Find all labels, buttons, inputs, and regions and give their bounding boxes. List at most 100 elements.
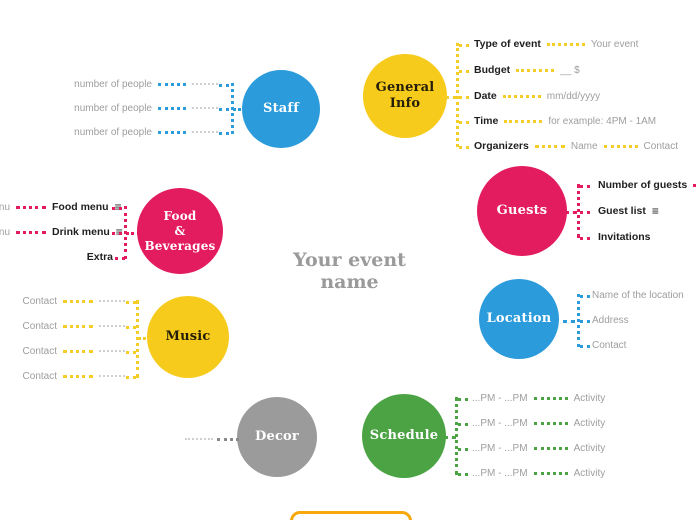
bracket-line — [126, 351, 136, 354]
bracket-line — [563, 320, 575, 323]
general-info-item-value2[interactable]: Contact — [643, 140, 679, 152]
general-info-item-row: Organizers Name Contact — [474, 139, 678, 153]
node-decor-label: Decor — [255, 428, 299, 444]
music-item-row: Contact — [23, 319, 125, 333]
general-info-item-value[interactable]: Your event — [590, 38, 639, 50]
food-item-label[interactable]: Extra — [86, 251, 113, 263]
node-general-info-label: General Info — [375, 79, 435, 111]
staff-item-label[interactable]: number of people — [74, 126, 152, 138]
placeholder-line — [99, 375, 125, 377]
bracket-line — [459, 121, 469, 124]
staff-item-label[interactable]: number of people — [74, 78, 152, 90]
event-name-title[interactable]: Your event name — [293, 249, 406, 293]
staff-item-row: number of people — [74, 125, 218, 139]
staff-item-row: number of people — [74, 77, 218, 91]
schedule-item-value[interactable]: Activity — [573, 467, 606, 479]
general-info-item-label[interactable]: Budget — [474, 64, 511, 76]
staff-item-label[interactable]: number of people — [74, 102, 152, 114]
general-info-item-label[interactable]: Date — [474, 90, 497, 102]
guests-item-label[interactable]: Number of guests — [598, 179, 688, 191]
general-info-item-row: Date mm/dd/yyyy — [474, 89, 600, 103]
schedule-item-time[interactable]: ...PM - ...PM — [472, 467, 528, 479]
dotted-connector — [546, 42, 585, 46]
bracket-line — [455, 397, 458, 475]
guests-item-row: Number of guests — [598, 178, 697, 192]
bracket-line — [231, 83, 234, 134]
general-info-item-value[interactable]: mm/dd/yyyy — [546, 90, 601, 102]
dotted-connector — [63, 299, 93, 303]
location-item-label[interactable]: Address — [592, 314, 629, 326]
bracket-line — [580, 295, 590, 298]
general-info-item-label[interactable]: Time — [474, 115, 499, 127]
schedule-item-value[interactable]: Activity — [573, 392, 606, 404]
schedule-item-time[interactable]: ...PM - ...PM — [472, 392, 528, 404]
dotted-connector — [158, 106, 186, 110]
bracket-line — [458, 423, 468, 426]
music-item-label[interactable]: Contact — [22, 370, 57, 382]
general-info-item-label[interactable]: Type of event — [474, 38, 541, 50]
guests-item-row: Invitations — [598, 230, 651, 244]
general-info-item-row: Time for example: 4PM - 1AM — [474, 114, 656, 128]
food-item-row: Menu Food menu ≡ — [0, 200, 122, 214]
dotted-connector — [158, 130, 186, 134]
dotted-connector — [533, 471, 568, 475]
node-guests[interactable]: Guests — [477, 166, 567, 256]
bracket-line — [219, 84, 229, 87]
node-staff[interactable]: Staff — [242, 70, 320, 148]
general-info-item-value[interactable]: for example: 4PM - 1AM — [548, 115, 657, 127]
food-item-label[interactable]: Drink menu — [52, 226, 110, 238]
placeholder-line — [192, 83, 218, 85]
dotted-connector — [693, 183, 697, 187]
general-info-item-value[interactable]: __ $ — [560, 64, 580, 76]
bracket-line — [126, 232, 140, 235]
dotted-connector — [603, 144, 638, 148]
bracket-line — [565, 211, 577, 214]
schedule-item-value[interactable]: Activity — [573, 442, 606, 454]
music-item-label[interactable]: Contact — [22, 295, 57, 307]
dotted-connector — [158, 82, 186, 86]
food-item-left-value[interactable]: Menu — [0, 226, 11, 238]
schedule-item-value[interactable]: Activity — [573, 417, 606, 429]
food-item-left-value[interactable]: Menu — [0, 201, 11, 213]
food-item-row: Extra — [87, 250, 113, 264]
bracket-line — [580, 345, 590, 348]
staff-item-row: number of people — [74, 101, 218, 115]
list-icon[interactable]: ≡ — [651, 204, 659, 218]
node-music[interactable]: Music — [147, 296, 229, 378]
bottom-button[interactable] — [290, 511, 412, 520]
placeholder-line — [185, 438, 213, 440]
node-schedule-label: Schedule — [369, 427, 439, 443]
dotted-connector — [502, 94, 541, 98]
placeholder-line — [192, 131, 218, 133]
node-decor[interactable]: Decor — [237, 397, 317, 477]
schedule-item-time[interactable]: ...PM - ...PM — [472, 417, 528, 429]
node-schedule[interactable]: Schedule — [362, 394, 446, 478]
dotted-connector — [533, 421, 568, 425]
placeholder-line — [192, 107, 218, 109]
food-item-label[interactable]: Food menu — [52, 201, 109, 213]
location-item-label[interactable]: Contact — [592, 339, 627, 351]
bracket-line — [458, 473, 468, 476]
music-item-row: Contact — [23, 344, 125, 358]
schedule-item-time[interactable]: ...PM - ...PM — [472, 442, 528, 454]
location-item-row: Contact — [592, 338, 626, 352]
general-info-item-value[interactable]: Name — [570, 140, 598, 152]
node-food-beverages[interactable]: Food & Beverages — [137, 188, 223, 274]
music-item-label[interactable]: Contact — [22, 320, 57, 332]
dotted-connector — [533, 396, 568, 400]
guests-item-label[interactable]: Guest list — [598, 205, 646, 217]
guests-item-label[interactable]: Invitations — [598, 231, 651, 243]
bracket-line — [233, 108, 247, 111]
bracket-line — [444, 436, 456, 439]
node-general-info[interactable]: General Info — [363, 54, 447, 138]
bracket-line — [138, 337, 152, 340]
music-item-label[interactable]: Contact — [22, 345, 57, 357]
node-guests-label: Guests — [496, 202, 548, 218]
music-item-row: Contact — [23, 369, 125, 383]
bracket-line — [580, 185, 590, 188]
node-location[interactable]: Location — [479, 279, 559, 359]
location-item-label[interactable]: Name of the location — [592, 289, 684, 301]
dotted-connector — [63, 324, 93, 328]
general-info-item-label[interactable]: Organizers — [474, 140, 529, 152]
bracket-line — [580, 237, 590, 240]
